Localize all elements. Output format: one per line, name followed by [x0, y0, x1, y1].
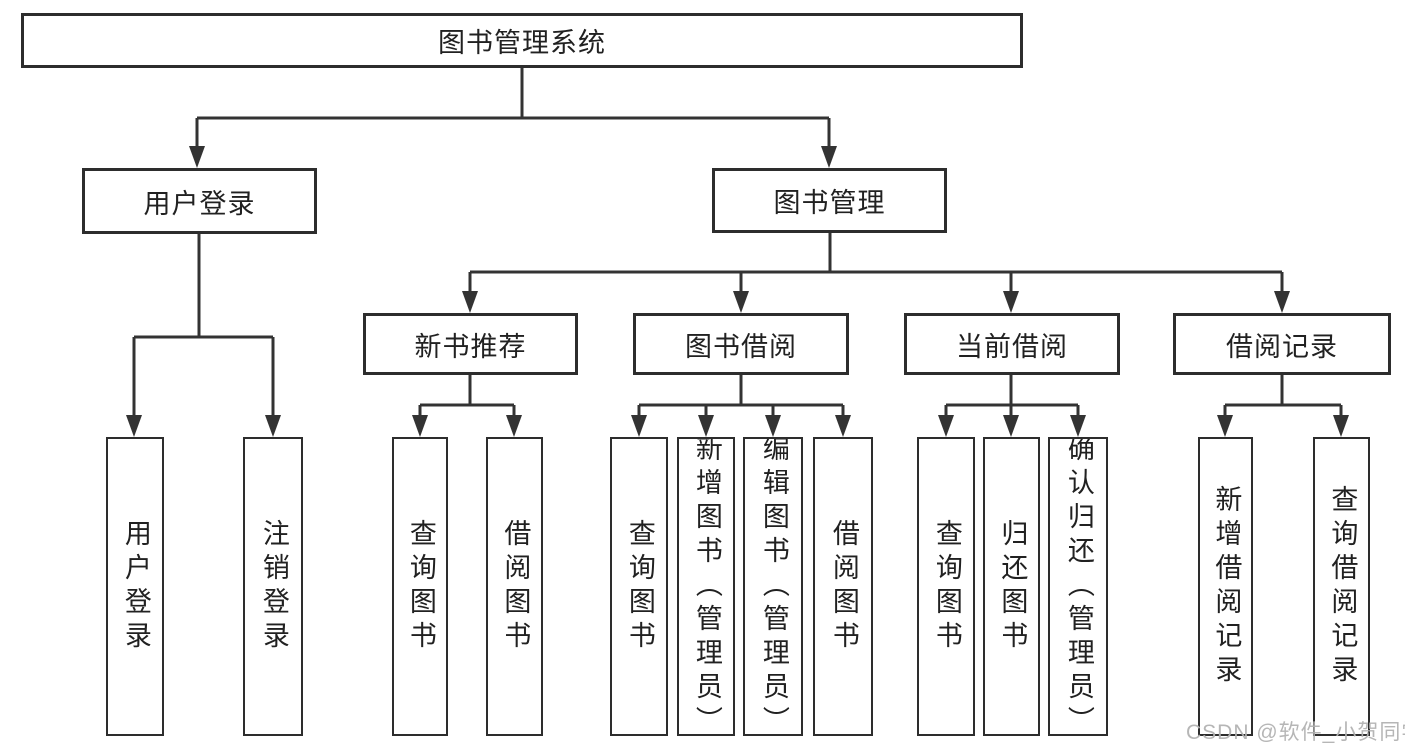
leaf-current-query-books: 查询图书 [917, 437, 975, 736]
node-root-system-label: 图书管理系统 [438, 28, 606, 58]
leaf-recommend-query-books-label: 查询图书 [405, 518, 436, 655]
leaf-return-books: 归还图书 [983, 437, 1040, 736]
leaf-confirm-return-admin-label: 确认归还（管理员） [1063, 437, 1094, 736]
leaf-recommend-borrow-books: 借阅图书 [486, 437, 543, 736]
leaf-borrow-query-books: 查询图书 [610, 437, 668, 736]
node-book-management: 图书管理 [712, 168, 947, 233]
node-new-book-recommend: 新书推荐 [363, 313, 578, 375]
leaf-logout: 注销登录 [243, 437, 303, 736]
watermark: CSDN @软件_小贺同学 [1186, 721, 1405, 744]
leaf-borrow-books-label: 借阅图书 [828, 518, 859, 655]
node-borrow-records: 借阅记录 [1173, 313, 1391, 375]
node-current-borrow-label: 当前借阅 [956, 331, 1068, 362]
node-book-borrow-label: 图书借阅 [685, 331, 797, 362]
leaf-borrow-books: 借阅图书 [813, 437, 873, 736]
leaf-confirm-return-admin: 确认归还（管理员） [1048, 437, 1108, 736]
node-current-borrow: 当前借阅 [904, 313, 1120, 375]
node-user-login-label: 用户登录 [143, 188, 256, 219]
leaf-user-login: 用户登录 [106, 437, 164, 736]
node-user-login: 用户登录 [82, 168, 317, 234]
leaf-add-borrow-record: 新增借阅记录 [1198, 437, 1253, 736]
leaf-borrow-query-books-label: 查询图书 [624, 518, 655, 655]
node-book-borrow: 图书借阅 [633, 313, 849, 375]
leaf-current-query-books-label: 查询图书 [931, 518, 962, 655]
leaf-logout-label: 注销登录 [258, 518, 289, 655]
leaf-user-login-label: 用户登录 [120, 518, 151, 655]
leaf-query-borrow-record: 查询借阅记录 [1313, 437, 1370, 736]
leaf-add-borrow-record-label: 新增借阅记录 [1211, 484, 1242, 689]
leaf-return-books-label: 归还图书 [997, 518, 1028, 655]
leaf-edit-books-admin-label: 编辑图书（管理员） [758, 437, 789, 736]
leaf-edit-books-admin: 编辑图书（管理员） [743, 437, 803, 736]
leaf-recommend-borrow-books-label: 借阅图书 [500, 518, 531, 655]
node-root-system: 图书管理系统 [21, 13, 1023, 68]
leaf-add-books-admin: 新增图书（管理员） [677, 437, 735, 736]
leaf-add-books-admin-label: 新增图书（管理员） [691, 437, 722, 736]
node-book-management-label: 图书管理 [773, 188, 886, 218]
node-borrow-records-label: 借阅记录 [1226, 331, 1338, 362]
leaf-query-borrow-record-label: 查询借阅记录 [1327, 484, 1358, 689]
node-new-book-recommend-label: 新书推荐 [414, 331, 527, 362]
leaf-recommend-query-books: 查询图书 [392, 437, 448, 736]
